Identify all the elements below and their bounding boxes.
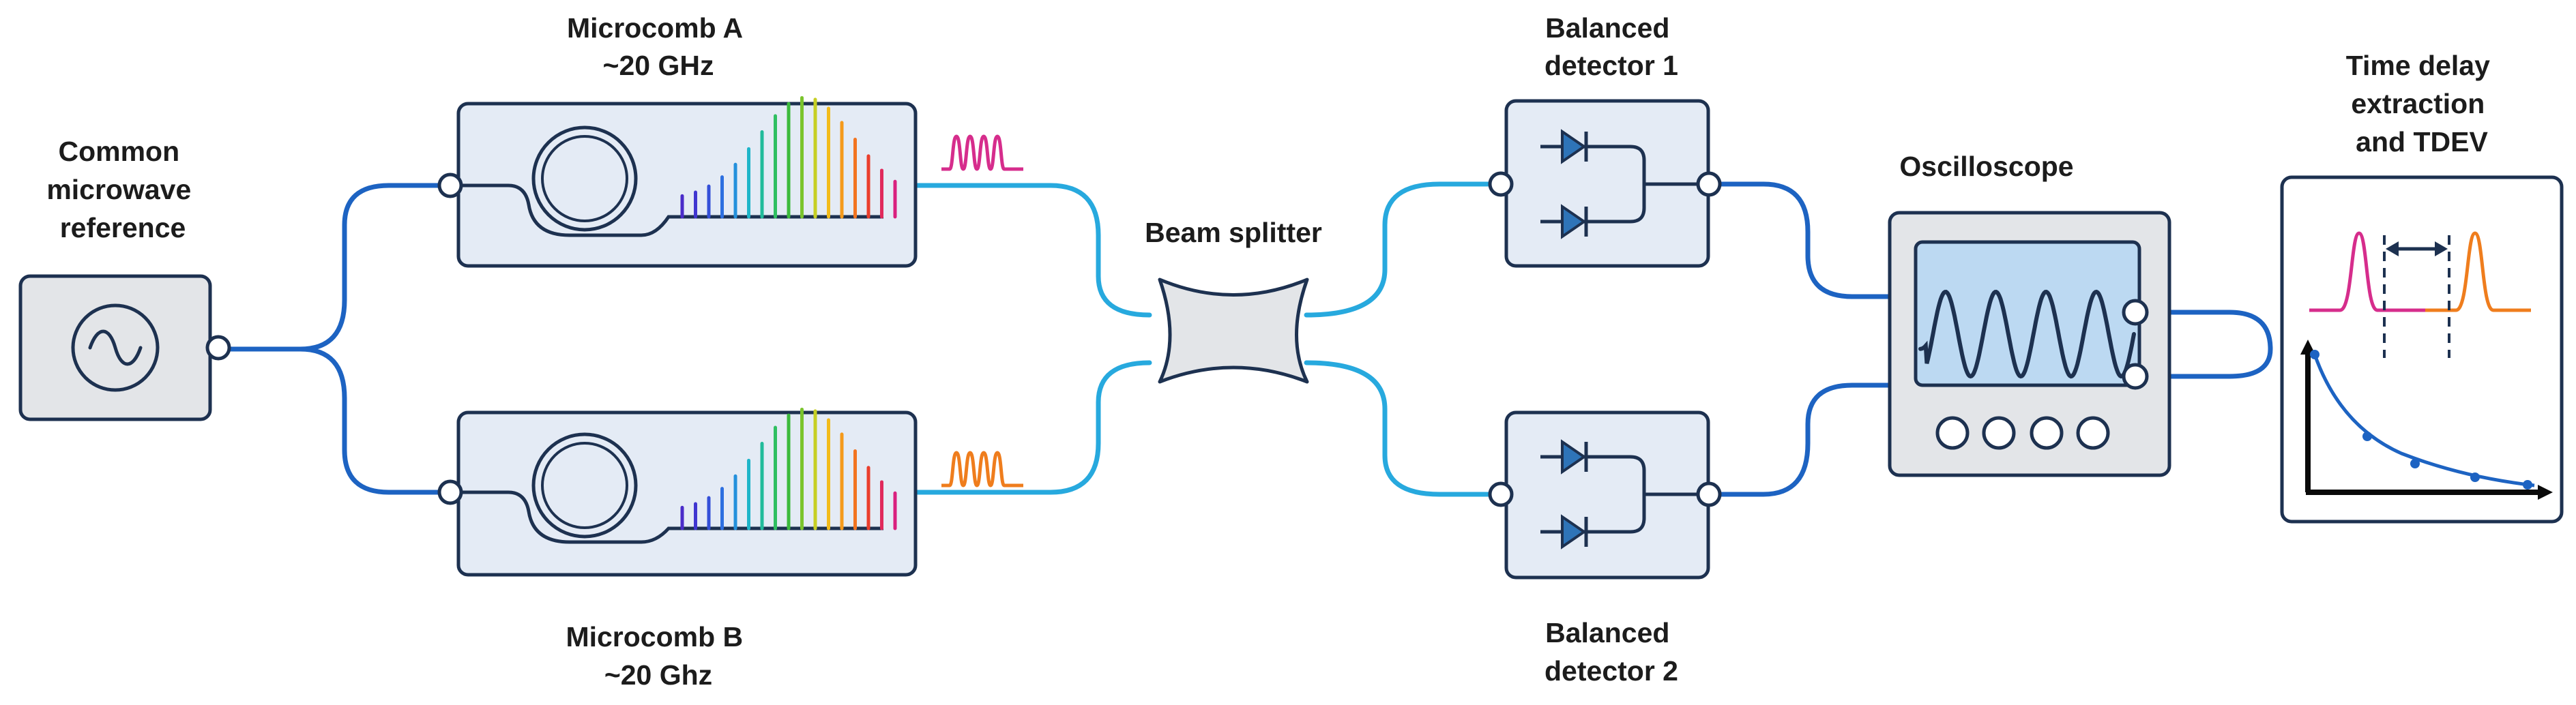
analysis-label: Time delay extraction and TDEV (2346, 50, 2498, 158)
detector-2-input-port (1488, 481, 1514, 507)
comb-a-label: Microcomb A ~20 GHz (567, 12, 750, 81)
tdev-point (2470, 472, 2480, 482)
comb-spectrum-icon (669, 95, 897, 219)
balanced-detector-2-block: Balanced detector 2 (1488, 410, 1722, 687)
ring-resonator-icon (458, 125, 883, 237)
beam-splitter-shape (1158, 278, 1309, 384)
fiber-ref-to-comb-a (217, 183, 450, 352)
delay-pulses (2309, 231, 2531, 358)
oscilloscope-port-1 (2122, 299, 2149, 326)
fiber-comb-b-to-splitter (915, 360, 1152, 495)
detector-1-label: Balanced detector 1 (1545, 12, 1678, 81)
pulse-train-icon (941, 451, 1023, 487)
photodiode-icon (1540, 129, 1699, 239)
scope-knob-3 (2030, 416, 2064, 450)
cable-det1-to-scope (1706, 181, 1892, 299)
analysis-box (2280, 175, 2564, 524)
balanced-detector-1-block: Balanced detector 1 (1488, 12, 1722, 268)
tdev-point (2523, 480, 2532, 490)
reference-block: Common microwave reference (18, 136, 231, 421)
oscilloscope-port-2 (2122, 363, 2149, 390)
photodiode-icon (1540, 439, 1699, 550)
fiber-splitter-to-det2 (1304, 360, 1504, 497)
microcomb-a-block: Microcomb A ~20 GHz (437, 12, 1023, 268)
reference-label: Common microwave reference (46, 136, 199, 243)
comb-a-input-port (437, 172, 463, 198)
splitter-label: Beam splitter (1145, 217, 1322, 248)
beam-splitter-block: Beam splitter (1145, 217, 1322, 384)
comb-b-label: Microcomb B ~20 Ghz (566, 621, 750, 691)
scope-knob-1 (1935, 416, 1970, 450)
fiber-ref-to-comb-b (297, 346, 450, 495)
pulse-train-icon (941, 134, 1023, 171)
comb-b-input-port (437, 479, 463, 505)
fiber-comb-a-to-splitter (915, 183, 1152, 318)
fiber-network (217, 181, 2273, 497)
comb-b-box (456, 410, 918, 577)
tdev-curve (2313, 354, 2535, 487)
detector-2-output-port (1696, 481, 1722, 507)
reference-output-port (205, 335, 231, 361)
oscilloscope-label: Oscilloscope (1899, 151, 2073, 182)
fiber-splitter-to-det1 (1304, 181, 1504, 318)
microcomb-b-block: Microcomb B ~20 Ghz (437, 407, 1023, 691)
tdev-point (2310, 350, 2319, 359)
scope-knob-2 (1982, 416, 2016, 450)
tdev-point (2410, 459, 2420, 468)
comb-a-box (456, 102, 918, 268)
delay-arrow-icon (2386, 241, 2448, 256)
sine-wave-icon (71, 303, 160, 392)
cable-det2-to-scope (1706, 382, 1892, 497)
cable-scope-loop (2133, 310, 2273, 379)
scope-knob-4 (2076, 416, 2110, 450)
comb-spectrum-icon (669, 407, 897, 530)
oscilloscope-block: Oscilloscope (1888, 151, 2171, 477)
tdev-point (2362, 432, 2372, 441)
detector-1-input-port (1488, 171, 1514, 197)
oscilloscope-waveform (1918, 289, 2136, 379)
detector-1-output-port (1696, 171, 1722, 197)
tdev-plot (2300, 340, 2553, 500)
analysis-block: Time delay extraction and TDEV (2280, 50, 2564, 524)
detector-2-label: Balanced detector 2 (1545, 617, 1678, 687)
ring-resonator-icon (458, 432, 883, 544)
